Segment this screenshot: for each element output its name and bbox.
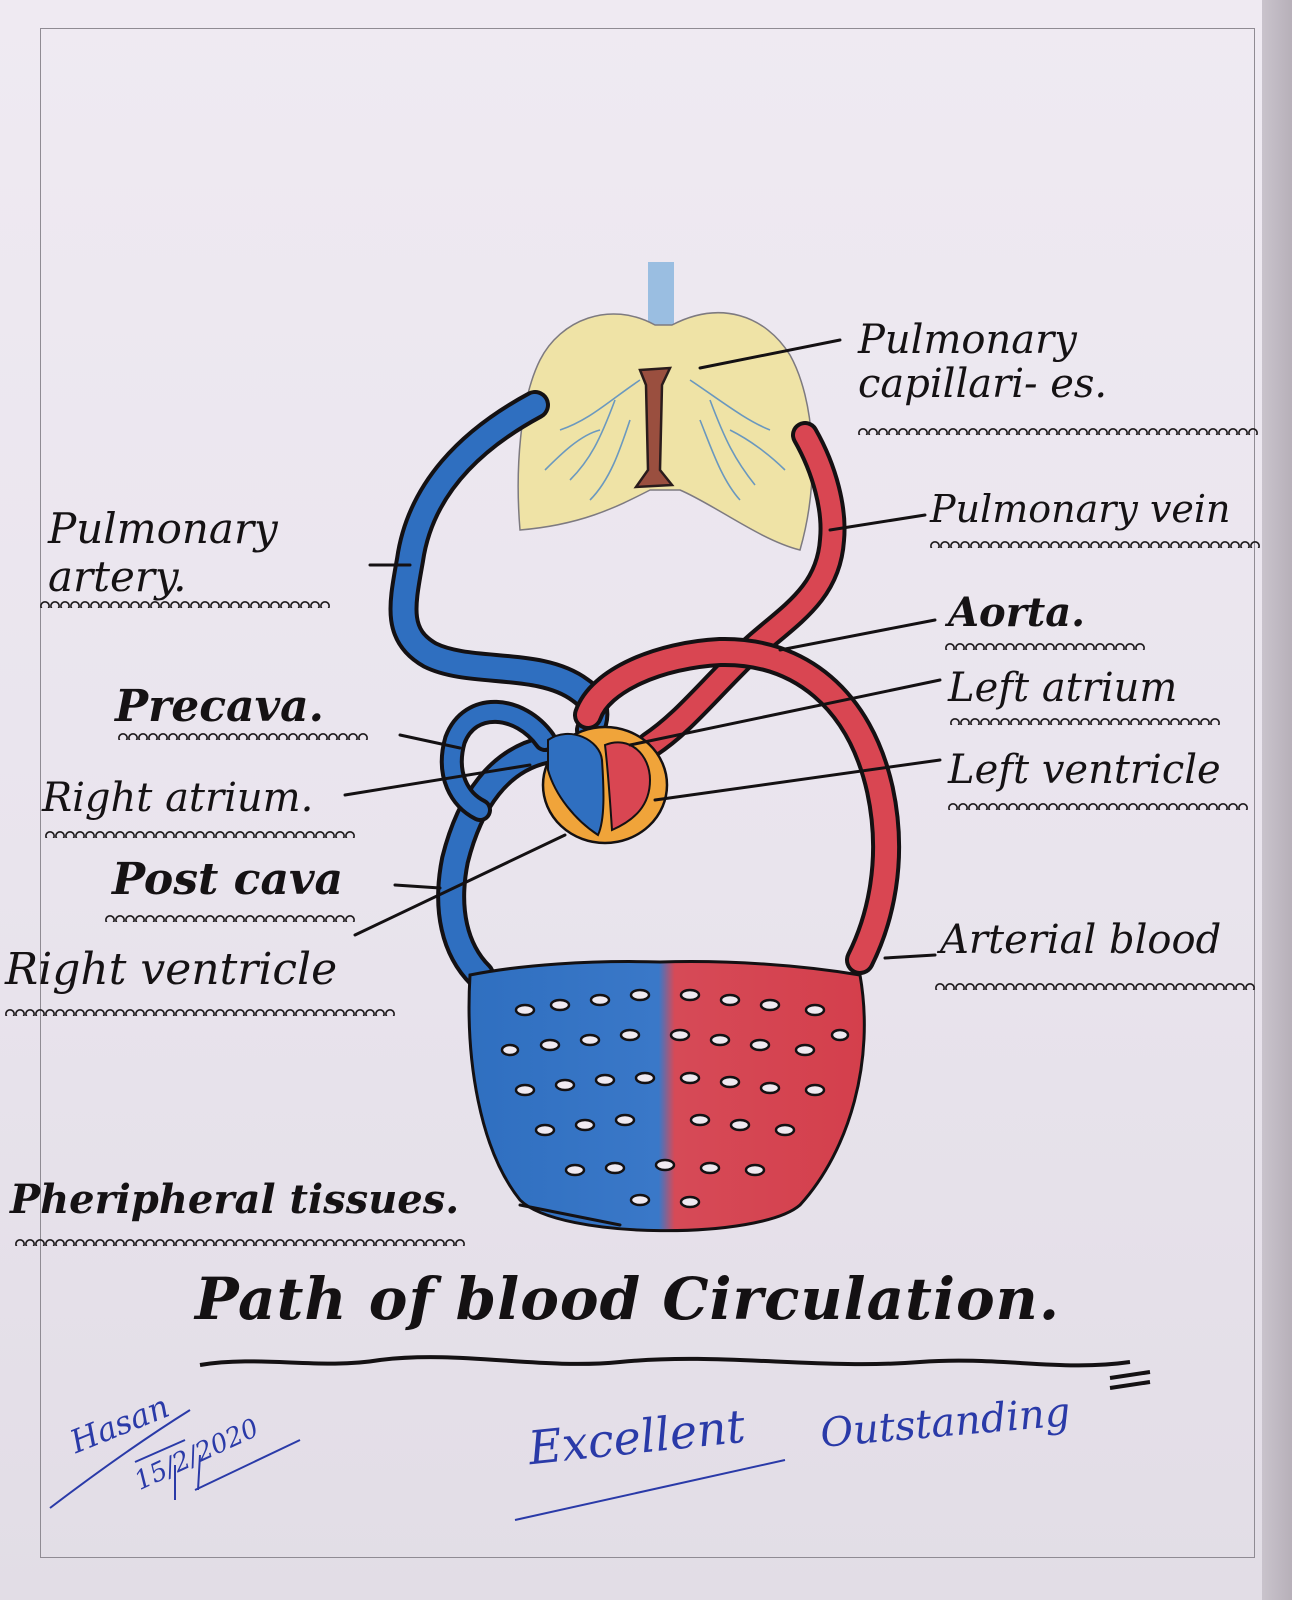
label-left-ventricle: Left ventricle xyxy=(948,747,1221,793)
underline-precava xyxy=(118,730,368,740)
peripheral-capillary-bed xyxy=(467,960,866,1233)
label-pulmonary-artery: Pulmonary artery. xyxy=(48,504,278,602)
label-right-atrium: Right atrium. xyxy=(42,775,314,821)
title-underline xyxy=(199,1355,1131,1368)
page-margin-border xyxy=(40,28,1255,1558)
label-peripheral-tissues: Pheripheral tissues. xyxy=(10,1176,460,1223)
right-heart-chambers xyxy=(547,733,605,837)
underline-arterial-blood xyxy=(935,980,1255,990)
remark-underline xyxy=(514,1459,786,1521)
leader-pulmonary-capillaries xyxy=(698,338,842,370)
leader-peripheral-tissues xyxy=(518,1203,622,1227)
label-aorta: Aorta. xyxy=(948,589,1086,636)
capillary-pores xyxy=(500,988,850,1209)
leader-right-ventricle xyxy=(353,833,567,937)
lung-capillaries xyxy=(544,379,786,501)
underline-right-ventricle xyxy=(5,1006,395,1016)
leader-post-cava xyxy=(393,883,442,890)
label-left-atrium: Left atrium xyxy=(948,665,1178,711)
underline-peripheral-tissues xyxy=(15,1236,465,1246)
underline-left-ventricle xyxy=(948,800,1248,810)
underline-post-cava xyxy=(105,912,355,922)
label-right-ventricle: Right ventricle xyxy=(5,944,338,995)
title-underline-mark xyxy=(1109,1370,1151,1390)
underline-pulmonary-vein xyxy=(930,538,1260,548)
label-arterial-blood: Arterial blood xyxy=(940,917,1222,963)
label-pulmonary-vein: Pulmonary vein xyxy=(930,487,1231,531)
label-pulmonary-capillaries: Pulmonary capillari- es. xyxy=(858,317,1108,407)
leader-lines xyxy=(343,338,942,1227)
underline-left-atrium xyxy=(950,715,1220,725)
label-precava: Precava. xyxy=(115,681,324,732)
signature-stroke xyxy=(49,1409,191,1509)
leader-precava xyxy=(398,733,462,750)
underline-pulmonary-capillaries xyxy=(858,425,1258,435)
notebook-spine xyxy=(1262,0,1292,1600)
lungs xyxy=(517,312,814,551)
bronchus xyxy=(633,366,675,489)
leader-left-atrium xyxy=(628,678,942,747)
underline-pulmonary-artery xyxy=(40,598,330,608)
diagram-title: Path of blood Circulation. xyxy=(195,1265,1061,1333)
label-post-cava: Post cava xyxy=(112,854,344,905)
left-heart-chambers xyxy=(603,741,652,832)
leader-arterial-blood xyxy=(883,953,937,960)
leader-right-atrium xyxy=(343,763,532,797)
underline-aorta xyxy=(945,640,1145,650)
leader-pulmonary-vein xyxy=(828,513,927,532)
leader-left-ventricle xyxy=(653,758,942,802)
leader-aorta xyxy=(778,618,937,652)
date-separators xyxy=(174,1439,301,1500)
underline-right-atrium xyxy=(45,828,355,838)
